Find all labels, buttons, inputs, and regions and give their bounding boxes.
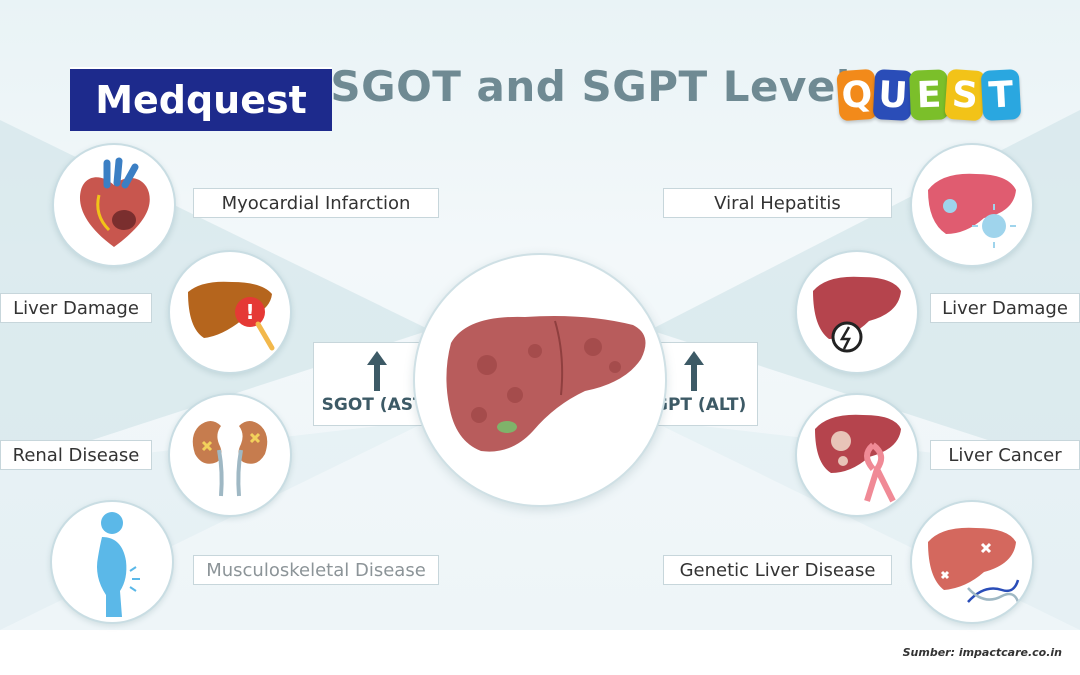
liver-cancer-ribbon-icon xyxy=(795,393,919,517)
cause-label-liver-cancer: Liver Cancer xyxy=(930,440,1080,470)
liver-virus-icon xyxy=(910,143,1034,267)
liver-dna-icon xyxy=(910,500,1034,624)
logo-letter-q: Q xyxy=(836,68,878,122)
liver-damage-icon xyxy=(795,250,919,374)
sgot-label: SGOT (AST) xyxy=(321,395,433,415)
logo-letter-u: U xyxy=(872,69,914,121)
arrow-up-icon xyxy=(631,351,757,391)
sgpt-label: SGPT (ALT) xyxy=(641,395,747,415)
cause-label-liver-damage-right: Liver Damage xyxy=(930,293,1080,323)
arrow-up-icon xyxy=(314,351,440,391)
cause-label-viral-hepatitis: Viral Hepatitis xyxy=(663,188,892,218)
liver-center-illustration xyxy=(413,253,667,507)
heart-icon xyxy=(52,143,176,267)
logo-letter-e: E xyxy=(909,69,949,121)
quest-logo: Q U E S T xyxy=(836,68,1022,122)
logo-letter-s: S xyxy=(944,68,986,122)
cause-label-genetic-liver-disease: Genetic Liver Disease xyxy=(663,555,892,585)
cause-label-myocardial-infarction: Myocardial Infarction xyxy=(193,188,439,218)
kidneys-icon xyxy=(168,393,292,517)
cause-label-liver-damage-left: Liver Damage xyxy=(0,293,152,323)
source-credit: Sumber: impactcare.co.in xyxy=(902,646,1062,659)
logo-letter-t: T xyxy=(980,69,1022,121)
liver-alert-icon: ! xyxy=(168,250,292,374)
cause-label-renal-disease: Renal Disease xyxy=(0,440,152,470)
svg-text:!: ! xyxy=(245,300,254,324)
medquest-brand-box: Medquest xyxy=(70,67,332,131)
cause-label-musculoskeletal-disease: Musculoskeletal Disease xyxy=(193,555,439,585)
back-pain-icon xyxy=(50,500,174,624)
